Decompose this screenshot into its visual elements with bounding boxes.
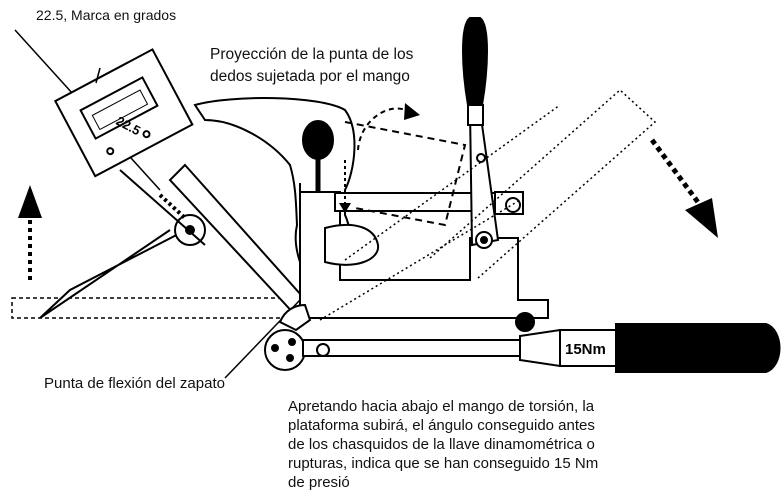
torque-wrench xyxy=(264,303,781,373)
instruction-line-1: Apretando hacia abajo el mango de torsió… xyxy=(288,398,595,415)
instruction-text: Apretando hacia abajo el mango de torsió… xyxy=(288,397,693,492)
instruction-line-3: de los chasquidos de la llave dinamométr… xyxy=(288,436,595,453)
instruction-line-4: rupturas, indica que se han conseguido 1… xyxy=(288,455,599,472)
projected-lever-dashed xyxy=(344,121,467,227)
projection-label: Proyección de la punta de los dedos suje… xyxy=(210,44,470,88)
digital-protractor xyxy=(53,48,194,178)
tilted-brace xyxy=(39,227,191,319)
projected-lever-dotted xyxy=(429,88,657,279)
degree-mark-label: 22.5, Marca en grados xyxy=(36,7,177,23)
projection-label-line-1: Proyección de la punta de los xyxy=(210,46,414,63)
projection-label-line-2: dedos sujetada por el mango xyxy=(210,68,410,85)
flex-point-label: Punta de flexión del zapato xyxy=(44,375,225,392)
wrench-torque-label: 15Nm xyxy=(565,341,606,358)
instruction-line-2: plataforma subirá, el ángulo conseguido … xyxy=(288,417,595,434)
instruction-line-5: de presió xyxy=(288,474,350,491)
pivot-hub-left xyxy=(185,225,195,235)
toe-clamp-knob xyxy=(302,120,334,160)
